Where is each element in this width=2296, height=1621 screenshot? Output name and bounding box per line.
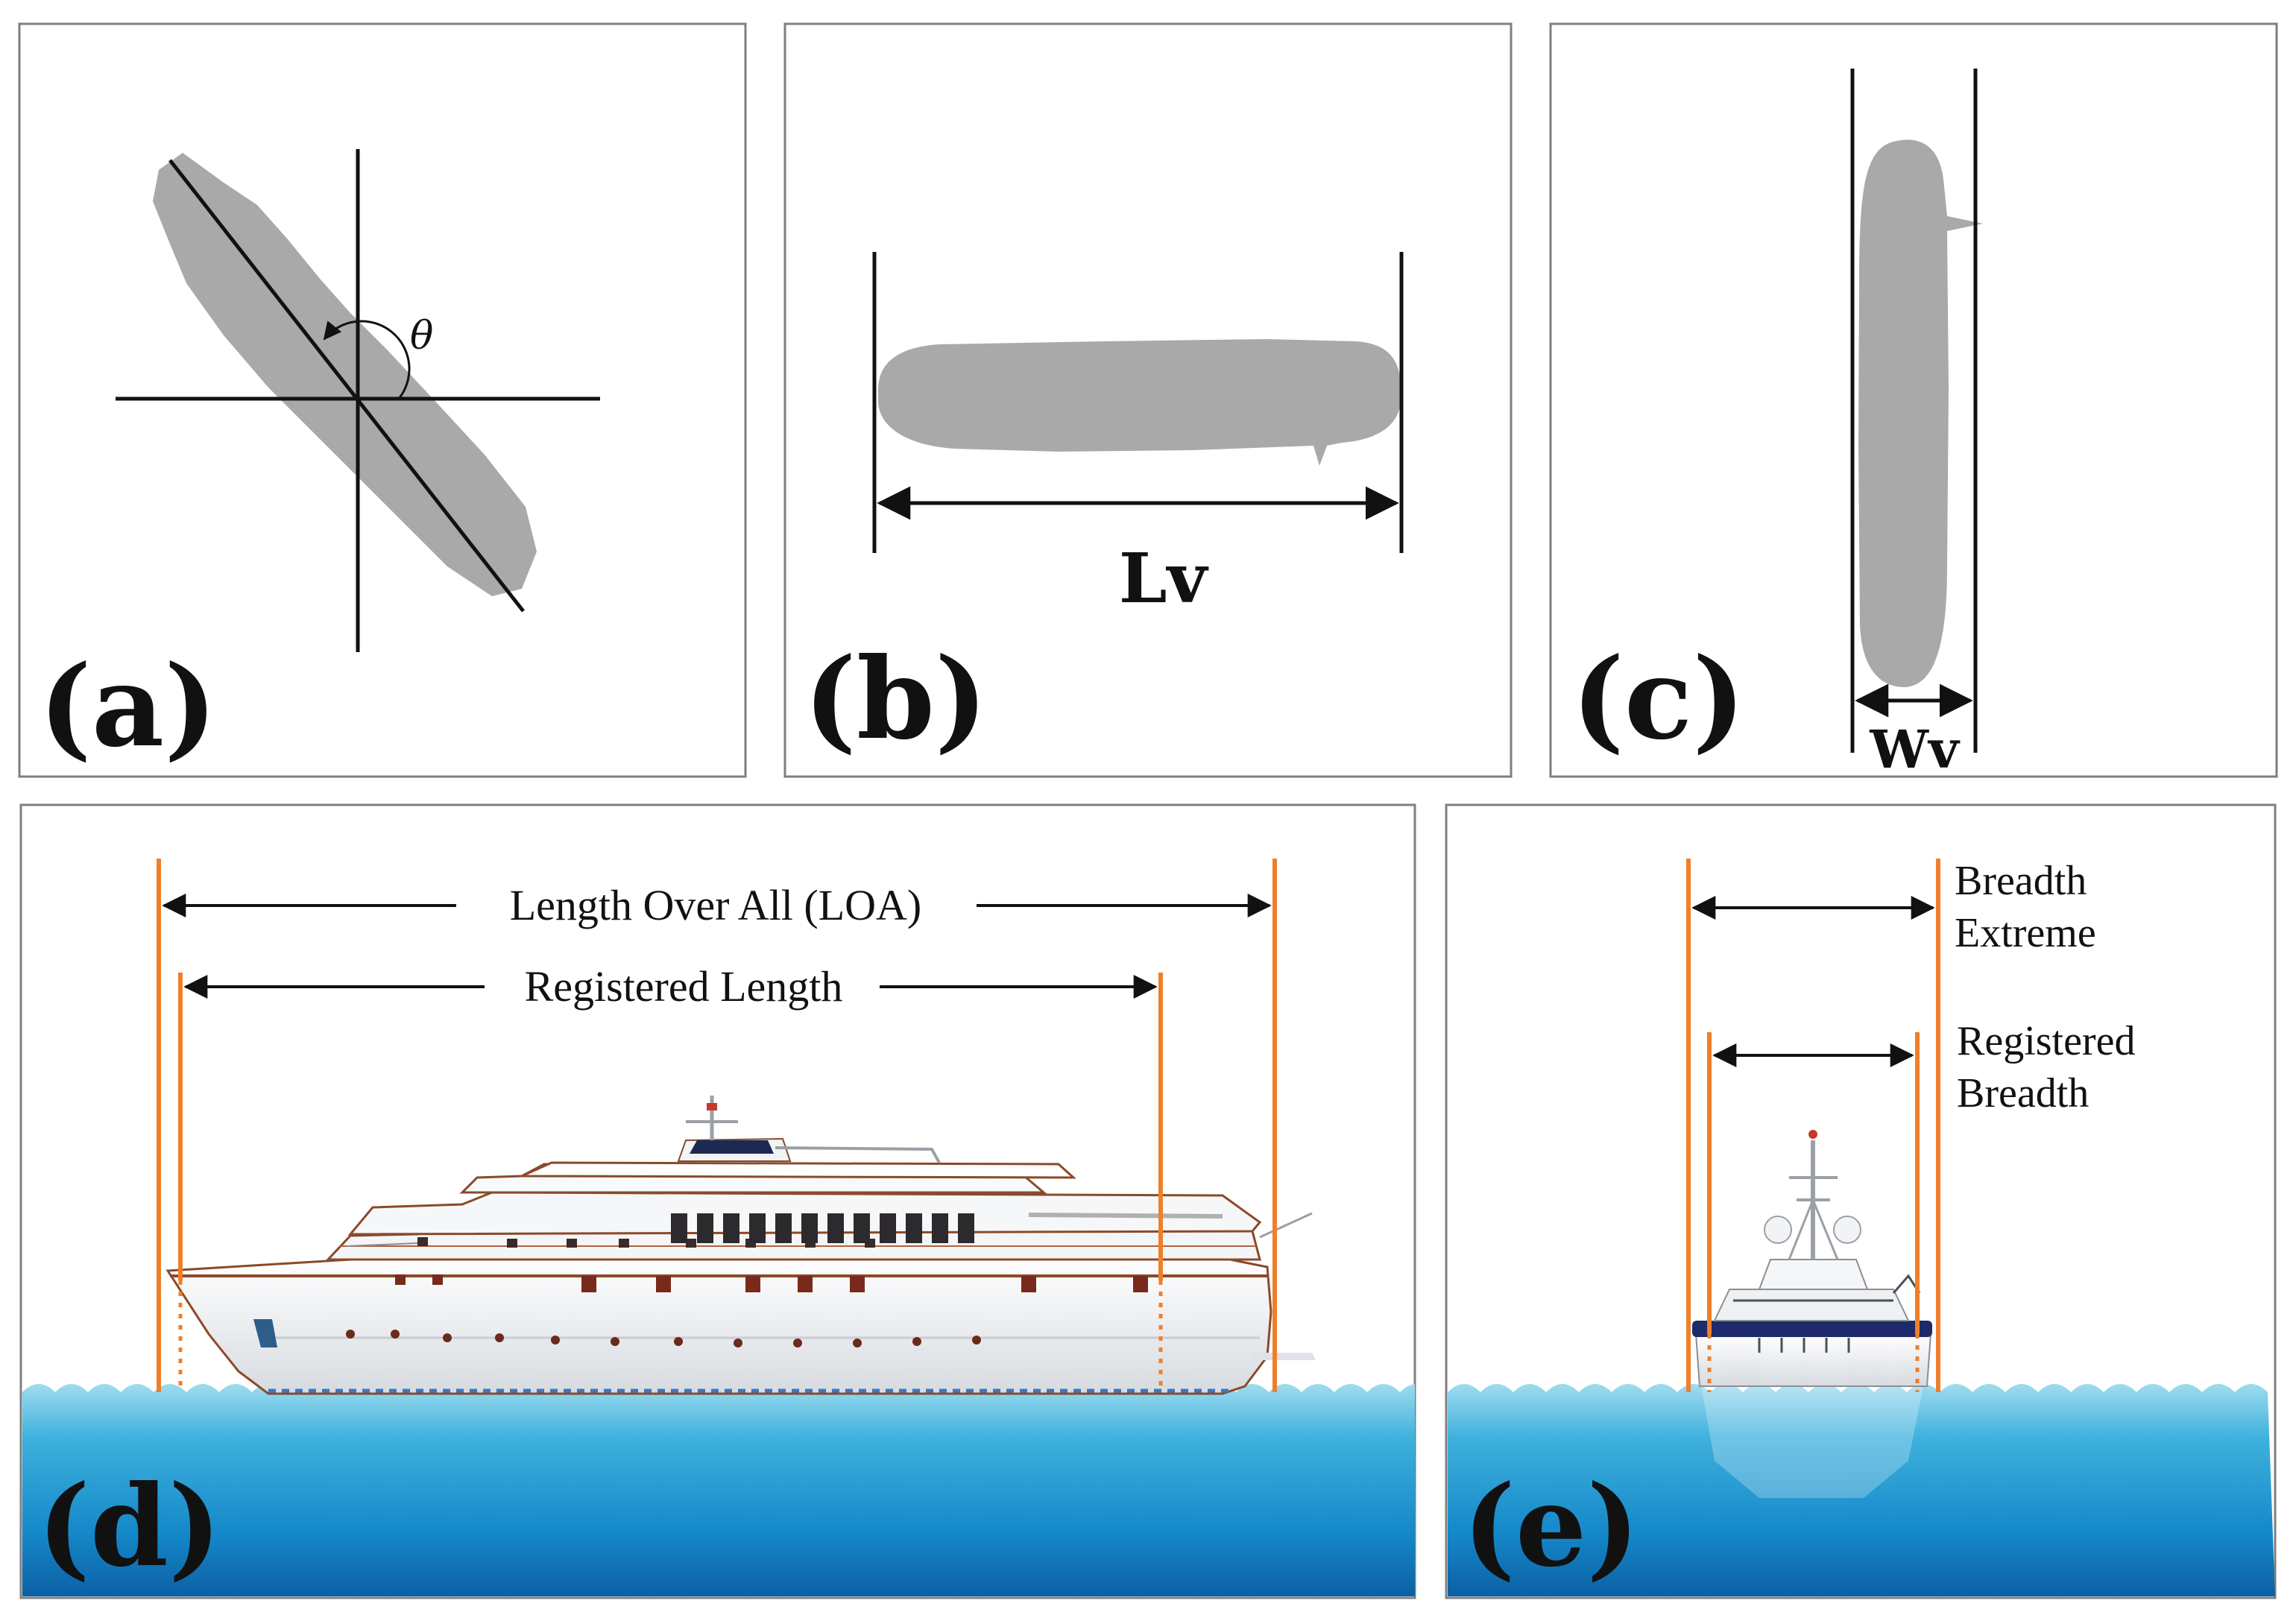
length-lv-label: Lv — [1119, 538, 1209, 619]
breadth-extreme-label-line1: Breadth — [1955, 858, 2087, 904]
registered-breadth-label-line2: Breadth — [1957, 1070, 2089, 1116]
panel-a: θ (a) — [18, 22, 747, 778]
panel-d-label: (d) — [37, 1461, 221, 1592]
panel-a-label: (a) — [39, 641, 217, 772]
panel-d: Length Over All (LOA) Registered Length … — [19, 803, 1416, 1599]
registered-breadth-label-line1: Registered — [1957, 1018, 2135, 1064]
registered-length-label: Registered Length — [525, 962, 843, 1011]
ship-side-view-icon — [165, 1096, 1316, 1395]
panel-b: Lv (b) — [783, 22, 1513, 778]
panel-b-label: (b) — [804, 633, 988, 765]
breadth-extreme-label-line2: Extreme — [1955, 910, 2096, 956]
water-waves-icon — [1448, 1384, 2275, 1596]
water-waves-icon — [22, 1384, 1415, 1596]
angle-arc — [323, 320, 411, 399]
width-wv-label: Wv — [1869, 718, 1961, 780]
vessel-silhouette-vertical — [1858, 139, 1983, 687]
submerged-hull — [1701, 1386, 1923, 1498]
panel-c: Wv (c) — [1549, 22, 2278, 780]
panel-e: Breadth Extreme Registered Breadth (e) — [1445, 803, 2277, 1599]
angle-theta-label: θ — [410, 314, 433, 358]
panel-e-label: (e) — [1463, 1461, 1639, 1592]
vessel-silhouette-horizontal — [878, 339, 1401, 466]
panel-c-label: (c) — [1571, 633, 1745, 765]
ship-front-view-icon — [1692, 1130, 1932, 1387]
loa-label: Length Over All (LOA) — [510, 881, 921, 929]
principal-axis-line — [168, 159, 525, 613]
